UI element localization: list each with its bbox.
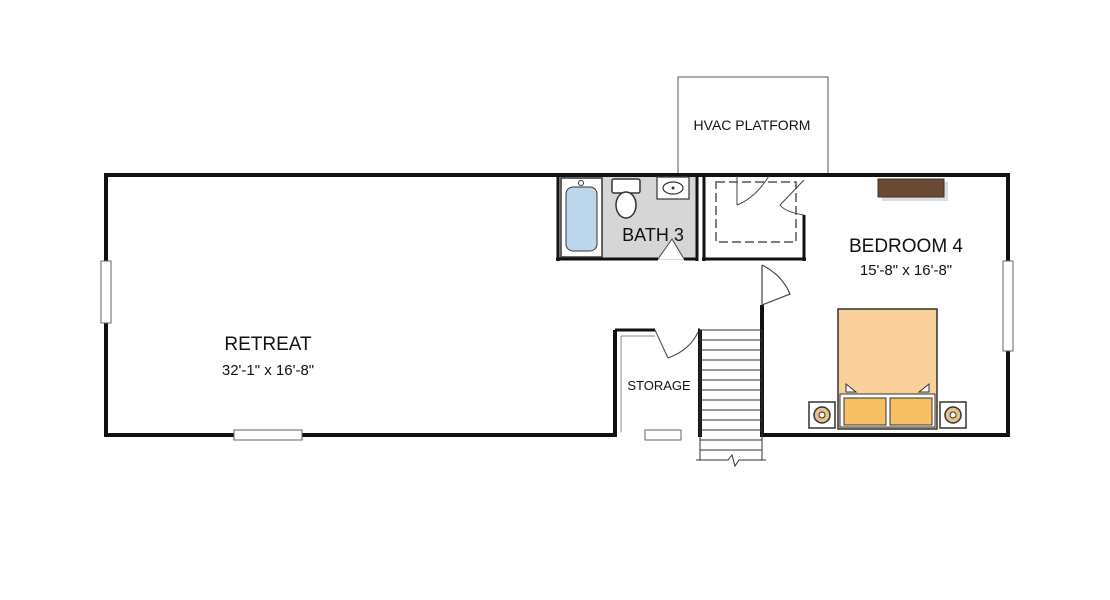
stairs-icon	[696, 329, 766, 468]
bedroom-dims: 15'-8" x 16'-8"	[860, 262, 952, 279]
windows	[100, 260, 1014, 441]
dresser-icon	[877, 178, 948, 201]
bed-icon	[837, 308, 938, 430]
nightstand-right	[939, 401, 967, 429]
bath-walls	[556, 175, 699, 261]
hvac-platform-label: HVAC PLATFORM	[694, 117, 811, 133]
retreat-dims: 32'-1" x 16'-8"	[222, 362, 314, 379]
nightstand-left	[808, 401, 836, 429]
bath-name: BATH 3	[622, 225, 684, 245]
sink-icon	[656, 176, 690, 200]
toilet-icon	[611, 178, 641, 219]
bedroom-door	[761, 264, 791, 306]
bathtub-icon	[560, 177, 603, 258]
storage-name: STORAGE	[627, 378, 691, 393]
retreat-name: RETREAT	[224, 334, 312, 355]
hvac-platform: HVAC PLATFORM	[677, 76, 829, 175]
bedroom-name: BEDROOM 4	[849, 236, 963, 257]
closet	[702, 175, 806, 261]
bath-door	[657, 238, 685, 260]
